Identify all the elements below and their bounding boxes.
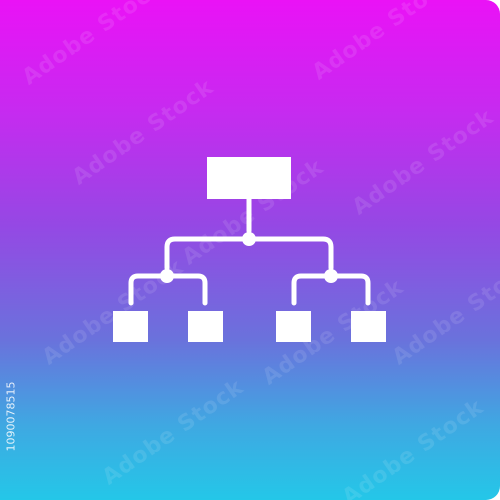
leaf-node-box-1 [113, 311, 148, 342]
leaf-node-box-4 [351, 311, 386, 342]
right-sub-branch [291, 273, 327, 306]
top-junction-dot [242, 232, 256, 246]
left-sub-branch [128, 273, 163, 306]
leaf-node-box-3 [276, 311, 311, 342]
left-sub-branch-right [171, 273, 208, 306]
right-junction-dot [324, 269, 338, 283]
top-node-box [207, 157, 291, 199]
top-branch-line-right [253, 236, 334, 271]
left-junction-dot [160, 269, 174, 283]
stock-id-label: 1090078515 [4, 381, 18, 452]
top-branch-line [164, 236, 245, 271]
right-sub-branch-right [335, 273, 371, 306]
leaf-node-box-2 [188, 311, 223, 342]
